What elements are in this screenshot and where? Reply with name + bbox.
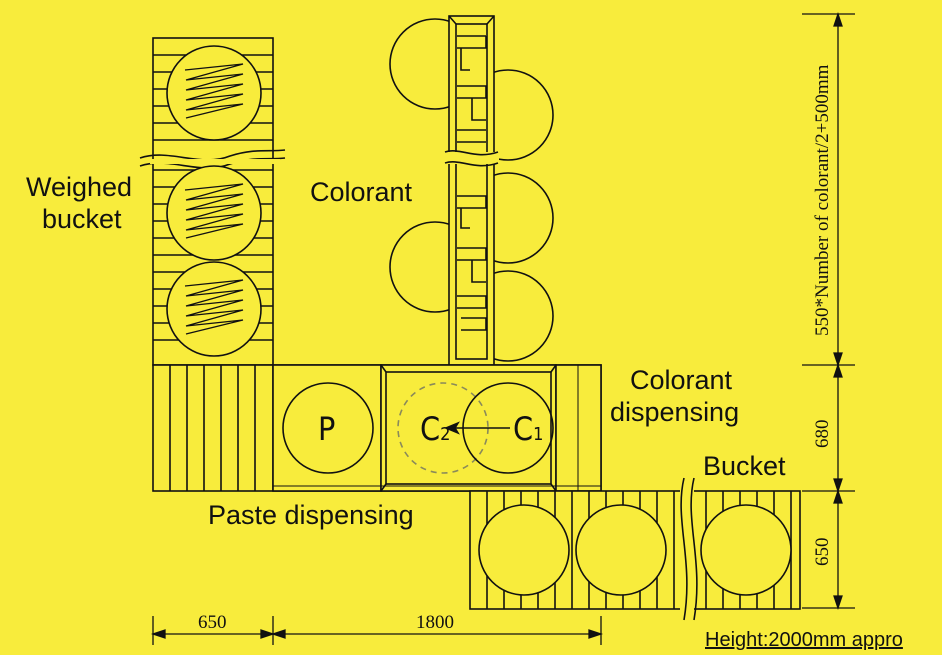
c2-letter: C — [420, 410, 441, 448]
bucket-2 — [575, 504, 667, 596]
weighed-bucket-label: Weighed bucket — [26, 171, 132, 235]
c1-letter: C — [513, 410, 534, 448]
paste-dispensing-label: Paste dispensing — [208, 500, 414, 530]
weighed-bucket-label-line2: bucket — [42, 204, 122, 234]
height-note: Height:2000mm appro — [705, 629, 903, 651]
weighed-bucket-2 — [166, 165, 262, 261]
dimension-650-bottom: 650 — [198, 612, 227, 633]
bucket-3 — [700, 504, 792, 596]
arrow-head — [443, 421, 460, 435]
c1-label: C1 — [513, 410, 543, 448]
colorant-dispensing-label: Colorant dispensing — [610, 364, 739, 428]
paste-station-label: P — [318, 410, 336, 448]
c1-subscript: 1 — [533, 424, 544, 445]
c2-label: C2 — [420, 410, 450, 448]
paste-station-circle — [282, 382, 374, 474]
colorant-dispensing-label-line1: Colorant — [630, 365, 733, 395]
colorant-label: Colorant — [310, 177, 413, 207]
weighed-bucket-1 — [166, 45, 262, 141]
dimension-650-right: 650 — [812, 537, 833, 567]
dimension-colorant-height: 550*Number of colorant/2+500mm — [812, 64, 833, 336]
weighed-bucket-label-line1: Weighed — [26, 172, 133, 202]
colorant-rack — [444, 15, 499, 367]
dimension-680: 680 — [812, 419, 833, 449]
dimension-1800: 1800 — [416, 612, 454, 633]
weighed-bucket-3 — [166, 261, 262, 357]
bucket-1 — [478, 504, 570, 596]
bottom-dimension-lines — [150, 616, 604, 645]
c2-subscript: 2 — [440, 424, 451, 445]
bucket-label: Bucket — [703, 451, 786, 481]
right-dimension-lines — [802, 11, 855, 611]
colorant-dispensing-label-line2: dispensing — [610, 397, 740, 427]
